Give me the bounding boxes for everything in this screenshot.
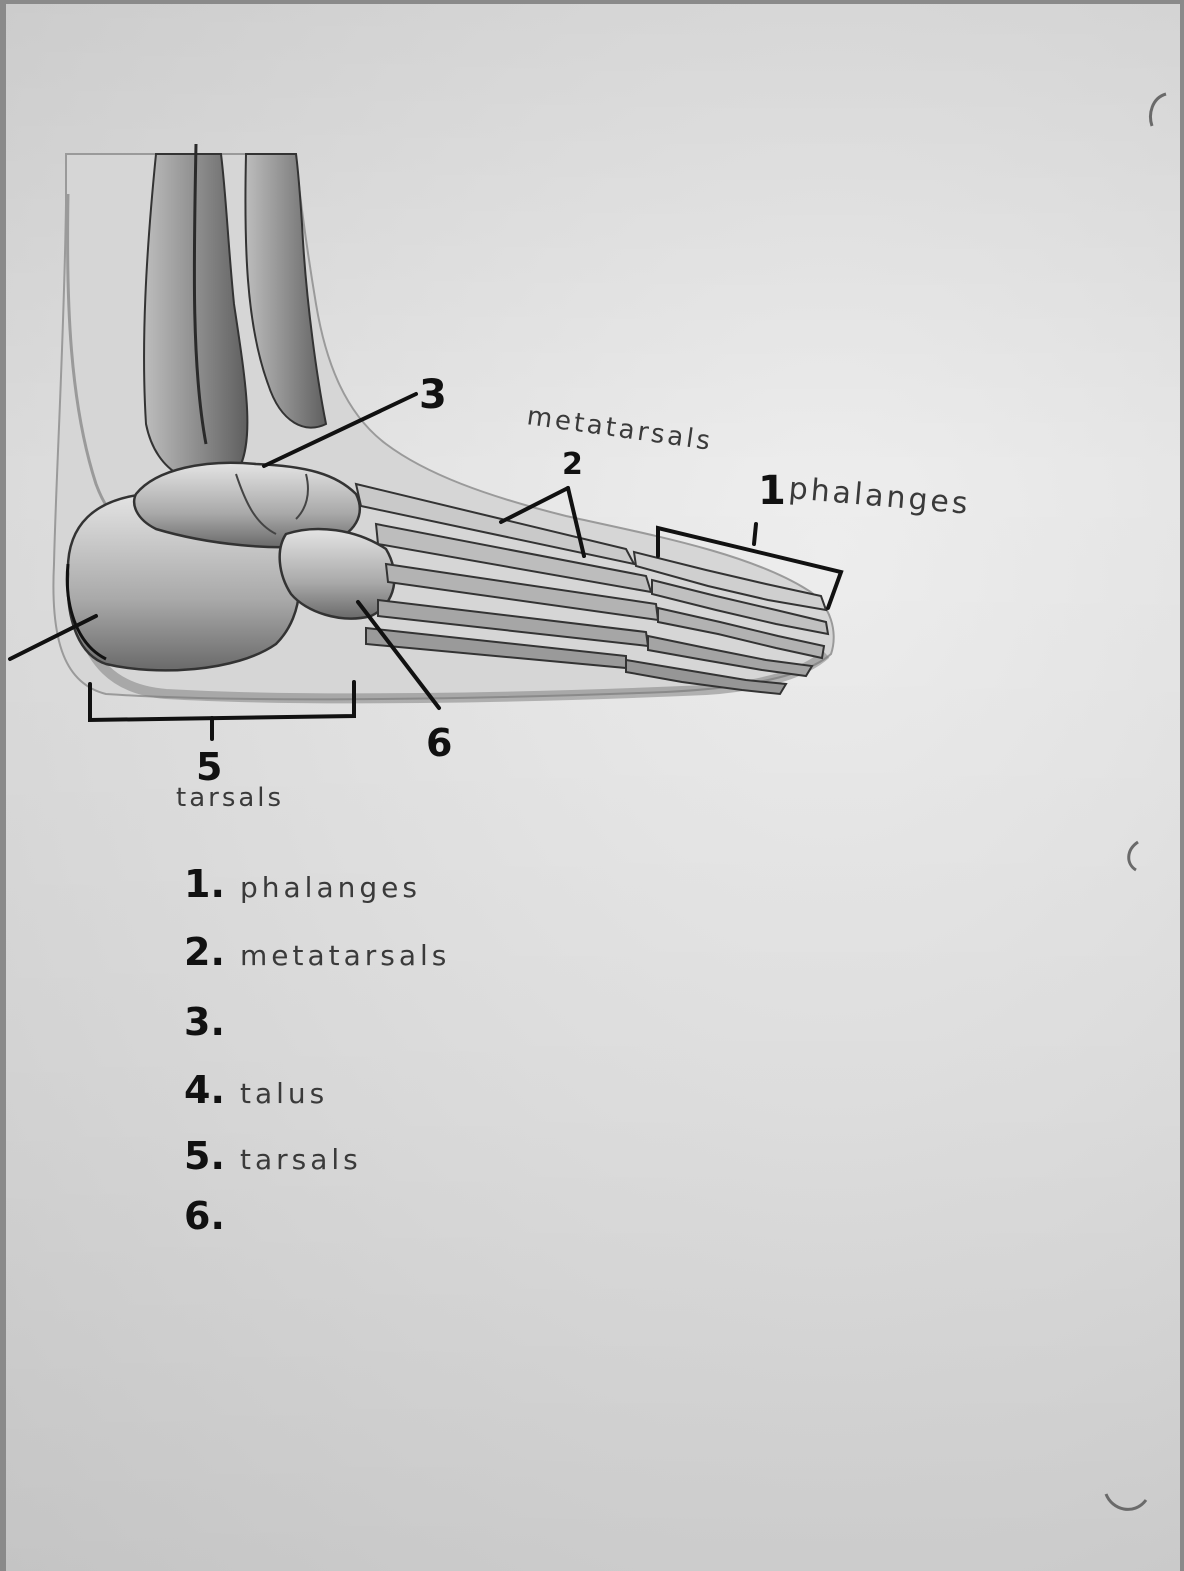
answer-text: metatarsals (240, 939, 450, 972)
answer-number: 2. (184, 930, 225, 974)
answer-number: 4. (184, 1068, 225, 1112)
foot-skeleton-diagram: 3 2 1 5 6 metatarsals phalanges tarsals (6, 4, 1180, 1571)
answer-text: talus (240, 1077, 328, 1110)
callout-1: 1 (758, 468, 786, 514)
answer-row-6: 6. (184, 1194, 235, 1254)
answer-number: 3. (184, 1000, 225, 1044)
answer-text: tarsals (240, 1143, 362, 1176)
binder-holes (1106, 94, 1166, 1509)
binder-hole-middle (1129, 842, 1138, 870)
answer-row-3: 3. (184, 1000, 235, 1060)
word-phalanges: phalanges (787, 471, 972, 522)
callout-6: 6 (426, 721, 452, 765)
callout-2: 2 (562, 447, 583, 482)
word-tarsals: tarsals (176, 783, 284, 813)
answer-row-5: 5. tarsals (184, 1134, 362, 1194)
worksheet-page: 3 2 1 5 6 metatarsals phalanges tarsals … (6, 4, 1180, 1571)
phalanges-bracket-tick (754, 524, 756, 544)
callout-3: 3 (419, 372, 447, 418)
word-metatarsals: metatarsals (525, 401, 715, 457)
answer-row-2: 2. metatarsals (184, 930, 450, 990)
answer-row-4: 4. talus (184, 1068, 328, 1128)
answer-number: 1. (184, 862, 225, 906)
binder-hole-top (1151, 94, 1166, 126)
answer-number: 5. (184, 1134, 225, 1178)
answer-number: 6. (184, 1194, 225, 1238)
binder-hole-bottom (1106, 1494, 1146, 1509)
answer-text: phalanges (240, 871, 421, 904)
answer-row-1: 1. phalanges (184, 862, 421, 922)
